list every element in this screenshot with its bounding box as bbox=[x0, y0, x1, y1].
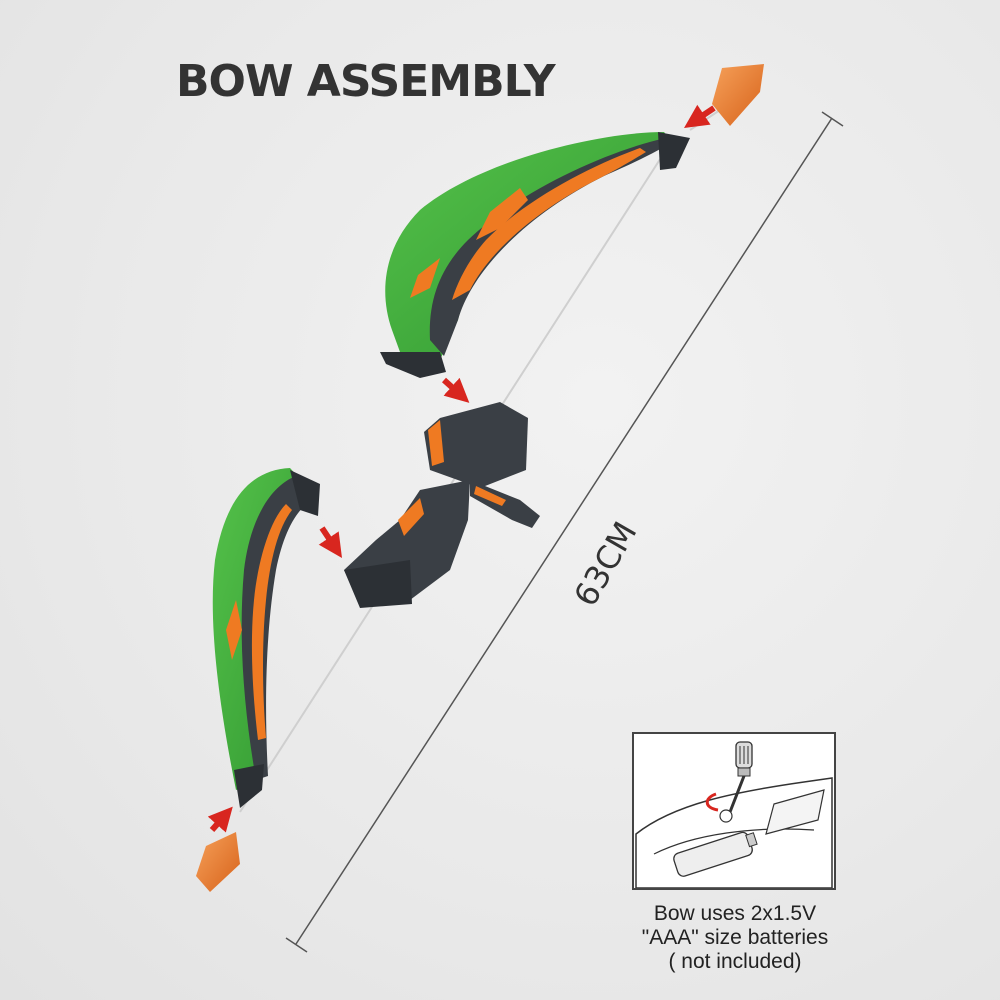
screwdriver-icon bbox=[728, 741, 753, 813]
battery-inset bbox=[632, 732, 836, 890]
battery-note-line1: Bow uses 2x1.5V bbox=[653, 902, 817, 925]
upper-tip bbox=[712, 64, 764, 126]
bow-string bbox=[239, 149, 667, 813]
red-arrow-icon bbox=[207, 806, 233, 833]
red-arrow-icon bbox=[684, 104, 716, 128]
red-arrow-icon bbox=[705, 792, 719, 812]
lower-tip bbox=[196, 832, 240, 892]
battery-note-line3: ( not included) bbox=[668, 950, 802, 973]
red-arrow-icon bbox=[318, 526, 342, 558]
upper-limb bbox=[380, 132, 690, 378]
dimension-line bbox=[285, 111, 844, 953]
red-arrow-icon bbox=[441, 377, 470, 403]
battery-note-line2: "AAA" size batteries bbox=[641, 926, 829, 949]
bow-riser bbox=[344, 402, 540, 608]
page-title: BOW ASSEMBLY bbox=[176, 56, 556, 107]
battery-icon bbox=[673, 831, 758, 877]
lower-limb bbox=[212, 468, 320, 808]
battery-note: Bow uses 2x1.5V "AAA" size batteries ( n… bbox=[600, 902, 870, 974]
